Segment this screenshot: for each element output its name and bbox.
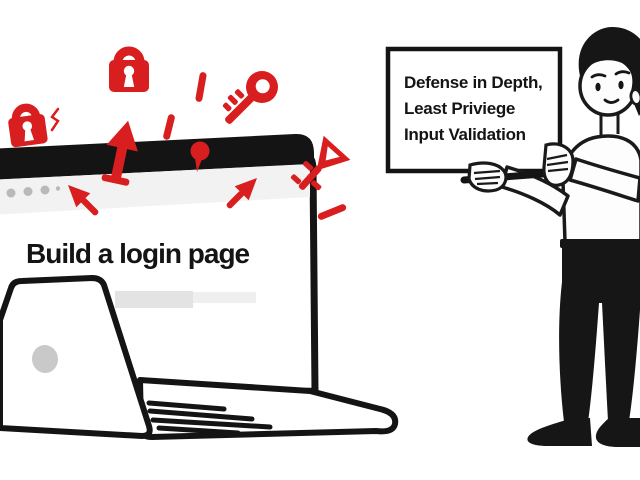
key-icon [222, 71, 278, 124]
exclamation-icon [195, 72, 207, 102]
pants [559, 246, 640, 422]
sign-frame [385, 46, 563, 174]
dash-icon [163, 114, 175, 140]
keyboard-keys [146, 400, 273, 436]
crack-icon [50, 107, 60, 132]
dash-icon [317, 204, 347, 220]
window-dots [6, 185, 61, 198]
hair [578, 27, 640, 116]
cursor-arrow-icon [67, 184, 99, 216]
browser-page-title: Build a login page [26, 238, 250, 269]
sign-line-2: Least Priviege [404, 99, 515, 118]
forearm [568, 157, 640, 203]
window-dot-icon [6, 188, 16, 198]
person-arms [460, 142, 640, 217]
shirt-hem [560, 239, 640, 248]
padlock-icon [109, 46, 149, 92]
smile [603, 98, 620, 104]
eye [618, 80, 624, 90]
lid-logo-icon [31, 345, 59, 373]
cursor-arrow-icon [226, 177, 258, 209]
pin-icon [190, 141, 210, 172]
hand [467, 161, 508, 193]
eye [595, 82, 601, 92]
sign-line-3: Input Validation [404, 125, 526, 144]
padlock-icon [8, 103, 48, 148]
security-doodles [8, 46, 351, 220]
content-placeholder-bar [193, 292, 256, 303]
up-arrow-icon [101, 120, 138, 186]
sign-line-1: Defense in Depth, [404, 73, 542, 92]
laptop-base [137, 377, 399, 440]
sign-board: Defense in Depth, Least Priviege Input V… [385, 46, 563, 174]
laptop-lid [0, 275, 153, 439]
ear [629, 88, 640, 106]
window-dot-icon [40, 185, 50, 195]
eyebrow [614, 70, 631, 76]
eyebrow [590, 73, 607, 79]
shoe [527, 418, 592, 446]
content-placeholder-bar [115, 291, 193, 308]
lid-panel [0, 275, 153, 439]
hand [542, 142, 575, 187]
shoe [595, 418, 640, 447]
screen-bezel [0, 133, 314, 180]
window-dot-icon [55, 186, 61, 191]
key-icon [290, 135, 351, 191]
window-dot-icon [23, 187, 33, 196]
